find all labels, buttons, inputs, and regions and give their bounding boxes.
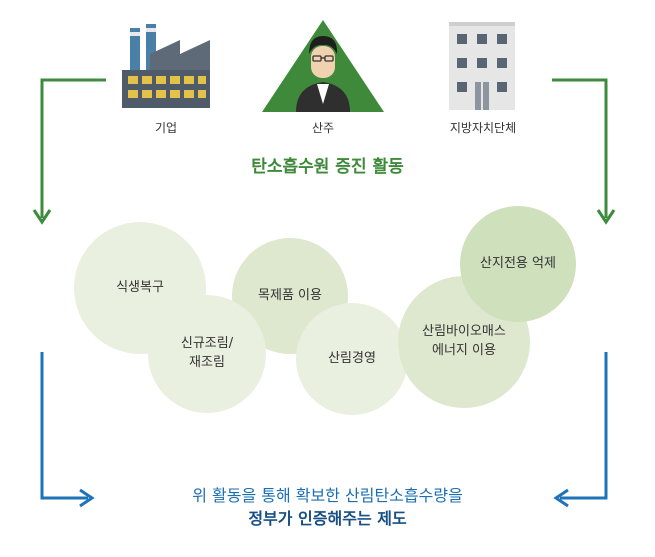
activity-deforestation-suppression-label: 산지전용 억제 [480, 255, 556, 271]
activity-new-planting: 신규조림/ 재조림 [148, 295, 266, 413]
activity-restoration-label: 식생복구 [116, 279, 164, 295]
local-government-label: 지방자치단체 [449, 121, 517, 135]
activity-forest-management-label: 산림경영 [328, 350, 376, 366]
left-blue-arrow [40, 352, 95, 508]
activity-wood-products-label: 목제품 이용 [258, 287, 322, 303]
bottom-description-line1: 위 활동을 통해 확보한 산림탄소흡수량을 [192, 486, 463, 505]
activity-deforestation-suppression: 산지전용 억제 [460, 206, 576, 322]
activity-forest-management: 산림경영 [296, 303, 408, 415]
activity-biomass-energy-label: 산림바이오매스 에너지 이용 [422, 324, 506, 358]
forest-owner-icon [262, 20, 384, 112]
right-green-arrow [552, 78, 616, 225]
factory-icon [122, 24, 210, 108]
company-label: 기업 [154, 121, 178, 135]
diagram-title: 탄소흡수원 증진 활동 [251, 157, 404, 177]
forest-owner-label: 산주 [311, 121, 335, 135]
bottom-description-line2: 정부가 인증해주는 제도 [248, 509, 407, 528]
left-green-arrow [32, 78, 106, 225]
right-blue-arrow [553, 352, 608, 508]
building-icon [449, 22, 515, 110]
activity-new-planting-label: 신규조림/ 재조림 [180, 336, 234, 370]
